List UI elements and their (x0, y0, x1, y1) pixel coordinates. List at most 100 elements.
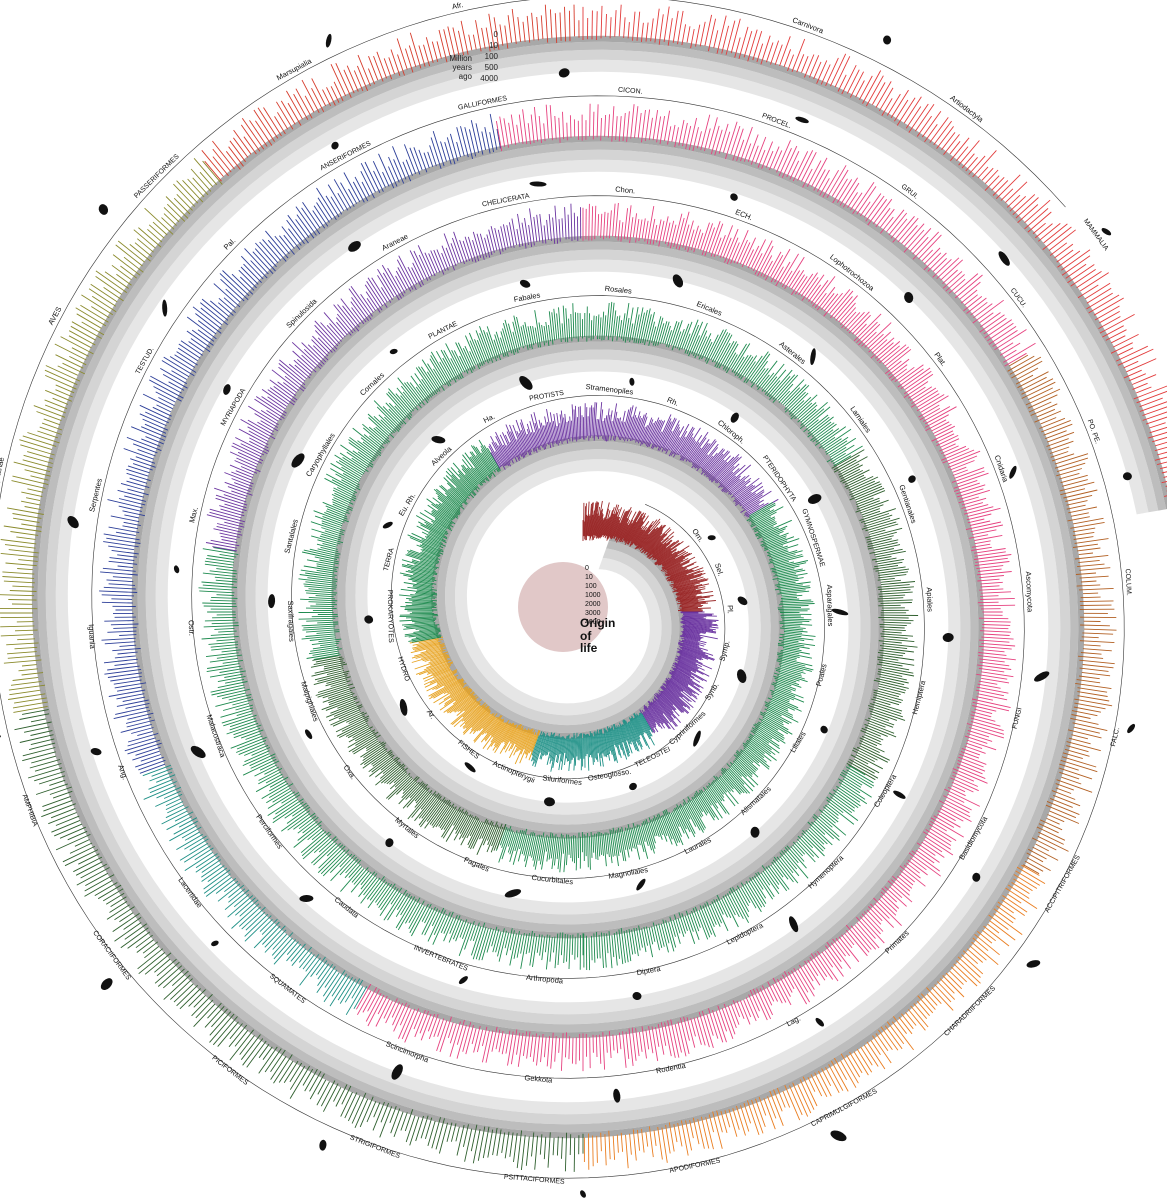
clade-band (298, 301, 863, 660)
clade-label: Coleoptera (872, 772, 899, 809)
clade-label: Plat. (932, 351, 948, 368)
clade-label: Santalales (282, 518, 300, 554)
clade-label: PROCEL. (761, 112, 792, 130)
clade-band (399, 439, 501, 643)
centre-time-tick: 100 (585, 583, 597, 590)
organism-silhouette-icon (629, 782, 637, 791)
organism-silhouette-icon (391, 1064, 403, 1080)
clade-band (831, 449, 919, 781)
clade-label: TESTUD. (135, 346, 156, 376)
clade-label: FALC. (1110, 727, 1121, 748)
clade-bracket-line (0, 0, 1125, 1179)
clade-band (582, 4, 1167, 497)
clade-label: Magnoliales (608, 865, 649, 881)
clade-label: PO. PE. (1086, 419, 1101, 445)
organism-silhouette-icon (90, 747, 102, 756)
clade-label: Laurales (683, 835, 713, 856)
clade-label: Rosales (604, 284, 632, 296)
organism-silhouette-icon (100, 978, 113, 991)
organism-silhouette-icon (1127, 723, 1136, 734)
clade-label: Malacostraca (205, 713, 228, 759)
clade-label: Symp. (717, 639, 731, 662)
clade-label: TERRA (383, 547, 396, 572)
clade-band (409, 636, 541, 765)
clade-label: Sel. (713, 562, 725, 577)
clade-label: Iguania (87, 624, 97, 650)
clade-label: Malpighiales (299, 680, 321, 723)
clade-label: Scincimorpha (384, 1039, 430, 1065)
clade-band (201, 4, 580, 182)
clade-band (99, 113, 501, 774)
organism-silhouette-icon (750, 826, 760, 838)
centre-time-tick: 10 (585, 574, 593, 581)
organism-silhouette-icon (504, 889, 522, 898)
organism-silhouette-icon (173, 565, 180, 574)
clade-band (1007, 354, 1117, 875)
organism-silhouette-icon (458, 976, 468, 985)
clade-label: Siluriformes (542, 773, 583, 787)
centre-time-tick: 4000 (585, 619, 601, 626)
organism-silhouette-icon (636, 878, 646, 891)
clade-label: Hemiptera (910, 679, 927, 716)
clade-label: COLUM. (1124, 568, 1132, 596)
clade-band (356, 202, 1016, 1072)
organism-silhouette-icon (831, 608, 849, 616)
clade-band (0, 158, 223, 713)
organism-silhouette-icon (291, 453, 305, 468)
clade-label: Rodentia (655, 1061, 687, 1076)
clade-label: Chloroph. (716, 418, 747, 446)
time-tick-0: 0 (493, 30, 498, 39)
clade-label: Arthropoda (526, 973, 565, 986)
organism-silhouette-icon (431, 436, 446, 444)
clade-label: Serpentes (87, 477, 104, 513)
clade-band (583, 864, 1046, 1170)
time-tick-100: 100 (484, 52, 498, 61)
organism-silhouette-icon (810, 348, 816, 366)
clade-label: PROTISTS (529, 390, 565, 403)
clade-label: Asterales (777, 339, 807, 366)
clade-label: Chon. (615, 185, 636, 196)
clade-label: Synb. (703, 681, 721, 702)
origin-of-life-label: Origin of life (580, 616, 616, 656)
organism-silhouette-icon (893, 790, 906, 799)
organism-silhouette-icon (348, 240, 361, 252)
organism-silhouette-icon (1026, 960, 1041, 968)
clade-band (639, 611, 719, 734)
organism-silhouette-icon (319, 1139, 327, 1151)
organism-silhouette-icon (544, 797, 555, 807)
clade-label: CICON. (618, 87, 643, 96)
organism-silhouette-icon (613, 1088, 621, 1103)
time-tick-10: 10 (489, 41, 498, 50)
organism-silhouette-icon (730, 412, 739, 423)
clade-band (198, 547, 584, 970)
clade-label: Fagales (463, 855, 491, 874)
organism-silhouette-icon (795, 116, 809, 124)
clade-band (495, 103, 1036, 367)
clade-label: Pl. (726, 605, 735, 614)
clade-band (495, 502, 816, 873)
clade-label: Stramenopiles (585, 382, 634, 397)
clade-label: Ang. (116, 763, 130, 781)
organism-silhouette-icon (672, 274, 684, 288)
clade-band (582, 500, 716, 612)
organism-silhouette-icon (788, 916, 799, 933)
clade-label: APODIFORMES (669, 1158, 721, 1175)
clade-label: Asparagales (825, 584, 835, 626)
organism-silhouette-icon (1101, 228, 1112, 236)
clade-label: Basidiomycota (957, 814, 990, 861)
clade-label: Saxifragales (286, 600, 296, 642)
clade-label: Lacertidae (176, 876, 204, 910)
organism-silhouette-icon (1034, 671, 1050, 682)
clade-label: Osteoglosso. (587, 767, 632, 783)
organism-silhouette-icon (736, 669, 747, 683)
clade-band (14, 709, 584, 1172)
time-depth-band (55, 59, 1149, 1115)
clade-label: Cnidaria (993, 454, 1011, 484)
organism-silhouette-icon (737, 596, 748, 606)
organism-silhouette-icon (162, 299, 168, 317)
organism-silhouette-icon (190, 745, 206, 759)
organism-silhouette-icon (211, 940, 219, 947)
organism-silhouette-icon (558, 68, 570, 78)
clade-label: CHARADRIIFORMES (943, 985, 997, 1038)
